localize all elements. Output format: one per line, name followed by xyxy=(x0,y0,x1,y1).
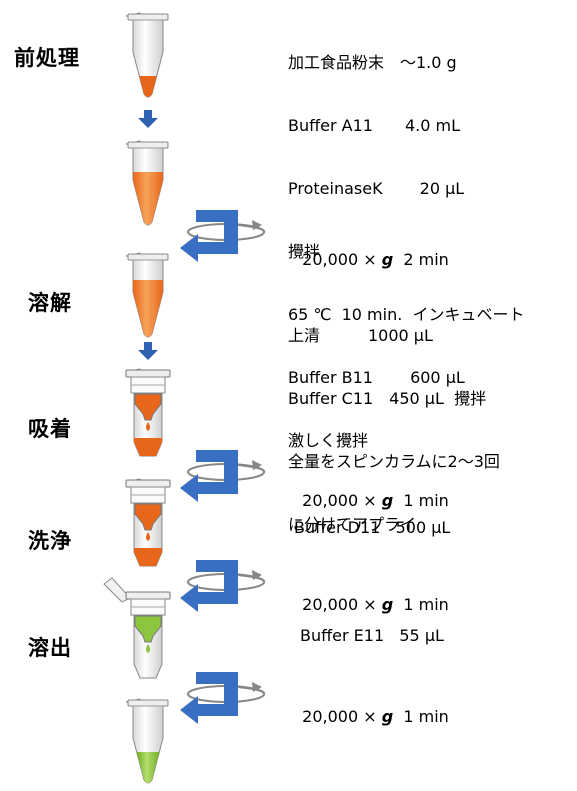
instruction-line: ProteinaseK 20 µL xyxy=(288,179,465,198)
centrifuge-label-2: 20,000 × g 1 min xyxy=(292,472,449,510)
centrifuge-g: g xyxy=(381,250,394,269)
column-membrane xyxy=(134,503,162,531)
spin-column-wash xyxy=(125,478,171,567)
column-membrane xyxy=(134,615,162,643)
orbit-front xyxy=(237,224,266,233)
tube-supernatant xyxy=(125,252,169,338)
instruction-line: 激しく攪拌 xyxy=(288,431,369,450)
centrifuge-time: 1 min xyxy=(403,595,449,614)
orbit-arrowhead xyxy=(252,570,262,580)
centrifuge-speed: 20,000 × xyxy=(302,491,377,510)
centrifuge-g: g xyxy=(381,595,394,614)
tube-rim xyxy=(127,253,169,261)
column-rim xyxy=(125,591,171,600)
centrifuge-speed: 20,000 × xyxy=(302,707,377,726)
centrifuge-icon-1 xyxy=(180,210,266,262)
tube-liquid xyxy=(133,280,163,337)
centrifuge-label-1: 20,000 × g 2 min xyxy=(292,231,449,269)
instruction-line: 上清 1000 µL xyxy=(288,326,433,345)
column-lid-open xyxy=(103,577,131,603)
arrow-down-1 xyxy=(138,110,158,128)
instruction-line: 全量をスピンカラムに2～3回 xyxy=(288,452,500,471)
centrifuge-arrow xyxy=(180,560,238,612)
centrifuge-time: 1 min xyxy=(403,707,449,726)
centrifuge-arrow xyxy=(180,210,238,262)
stage-label-elution: 溶出 xyxy=(28,636,72,660)
stage-label-pretreatment: 前処理 xyxy=(14,46,80,70)
centrifuge-g: g xyxy=(381,491,394,510)
centrifuge-arrow xyxy=(180,450,238,502)
orbit-front xyxy=(237,686,266,695)
spin-column-adsorption xyxy=(125,368,171,457)
centrifuge-label-4: 20,000 × g 1 min xyxy=(292,688,449,726)
centrifuge-arrow xyxy=(180,672,238,724)
instruction-line: Buffer A11 4.0 mL xyxy=(288,116,460,135)
column-membrane xyxy=(134,393,162,421)
stage-label-lysis: 溶解 xyxy=(28,291,72,315)
instructions-lysis: 上清 1000 µL Buffer C11 450 µL 攪拌 全量をスピンカラ… xyxy=(288,283,500,556)
orbit-arrowhead xyxy=(252,460,262,470)
instruction-line: 加工食品粉末 ～1.0 g xyxy=(288,53,457,72)
centrifuge-icon-2 xyxy=(180,450,266,502)
instruction-line: 攪拌 xyxy=(288,242,321,261)
orbit-arrowhead xyxy=(252,220,262,230)
flow-drop xyxy=(146,644,150,653)
centrifuge-speed: 20,000 × xyxy=(302,595,377,614)
centrifuge-speed: 20,000 × xyxy=(302,250,377,269)
arrow-down-2 xyxy=(138,342,158,360)
tube-liquid xyxy=(136,752,160,783)
instruction-line: Buffer C11 450 µL 攪拌 xyxy=(288,389,487,408)
centrifuge-label-3: 20,000 × g 1 min xyxy=(292,576,449,614)
instruction-line: Buffer B11 600 µL xyxy=(288,368,465,387)
centrifuge-time: 1 min xyxy=(403,491,449,510)
orbit-front xyxy=(237,464,266,473)
tube-rim xyxy=(127,13,169,21)
stage-label-adsorption: 吸着 xyxy=(28,417,72,441)
centrifuge-icon-3 xyxy=(180,560,266,612)
instruction-wash: Buffer D11 500 µL xyxy=(294,518,451,537)
flow-drop xyxy=(146,532,150,541)
instruction-elute: Buffer E11 55 µL xyxy=(300,626,444,645)
tube-sample-lysate xyxy=(125,140,169,226)
tube-sample-initial xyxy=(125,12,169,98)
tube-rim xyxy=(127,699,169,707)
spin-column-elution xyxy=(103,577,171,679)
tube-liquid xyxy=(133,172,163,225)
flow-through xyxy=(134,438,162,456)
stage-label-wash: 洗浄 xyxy=(28,529,72,553)
centrifuge-icon-4 xyxy=(180,672,266,724)
instruction-line: に分けてアプライ xyxy=(288,515,417,534)
instructions-pretreatment: 加工食品粉末 ～1.0 g Buffer A11 4.0 mL Proteina… xyxy=(288,10,524,472)
tube-rim xyxy=(127,141,169,149)
orbit-front xyxy=(237,574,266,583)
centrifuge-g: g xyxy=(381,707,394,726)
centrifuge-time: 2 min xyxy=(403,250,449,269)
instruction-line: 65 ℃ 10 min. インキュベート xyxy=(288,305,525,324)
tube-eluate xyxy=(125,698,169,784)
column-rim xyxy=(125,369,171,378)
column-rim xyxy=(125,479,171,488)
flow-drop xyxy=(146,422,150,431)
orbit-arrowhead xyxy=(252,682,262,692)
tube-liquid xyxy=(139,76,157,97)
flow-through xyxy=(134,548,162,566)
